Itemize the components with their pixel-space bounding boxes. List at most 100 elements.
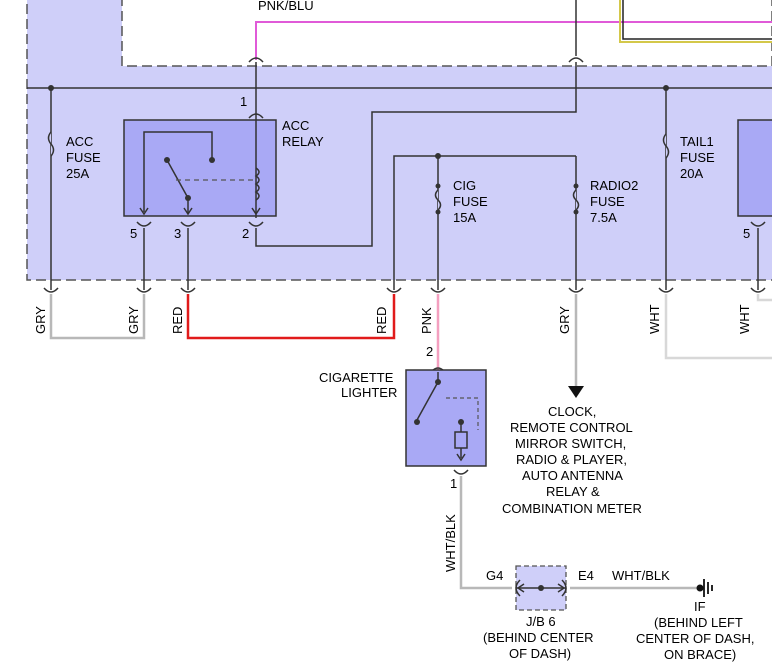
acc-relay-pin-3: 3 bbox=[174, 226, 181, 241]
acc-relay-pin-5: 5 bbox=[130, 226, 137, 241]
radio2-fuse-dot-bottom bbox=[573, 209, 579, 215]
wire-wht-loop bbox=[664, 294, 772, 360]
acc-relay-conn-5 bbox=[136, 221, 152, 227]
jb6-label-2: (BEHIND CENTER bbox=[483, 630, 594, 645]
acc-relay-contact-top bbox=[209, 157, 215, 163]
cigarette-lighter-box bbox=[405, 369, 487, 467]
acc-relay-pin-1: 1 bbox=[240, 94, 247, 109]
acc-fuse-icon bbox=[47, 131, 55, 157]
lighter-conn-1 bbox=[453, 469, 469, 475]
cigarette-lighter-label-2: LIGHTER bbox=[341, 385, 397, 400]
acc-relay-label-1: ACC bbox=[282, 118, 309, 133]
wire-wht-blk-vertical bbox=[459, 476, 512, 590]
ground-label-3: CENTER OF DASH, bbox=[636, 631, 754, 646]
wire-label-red2: RED bbox=[374, 307, 389, 334]
ground-label-4: ON BRACE) bbox=[664, 647, 736, 662]
tail1-fuse-icon bbox=[662, 133, 670, 159]
ground-label-2: (BEHIND LEFT bbox=[654, 615, 743, 630]
wire-label-pnk: PNK bbox=[419, 307, 434, 334]
wire-pnk-blu bbox=[255, 21, 772, 60]
wire-label-gry1: GRY bbox=[33, 306, 48, 334]
right-relay-conn-5 bbox=[750, 221, 766, 227]
acc-relay-pin-2: 2 bbox=[242, 226, 249, 241]
jb6-label-1: J/B 6 bbox=[526, 614, 556, 629]
acc-relay-label-2: RELAY bbox=[282, 134, 324, 149]
wire-label-wht-blk-h: WHT/BLK bbox=[612, 568, 670, 583]
wire-gry-loop bbox=[49, 294, 146, 340]
connector-top-acc-relay bbox=[248, 57, 264, 63]
acc-relay-arrow-5 bbox=[139, 207, 149, 216]
wire-yellow-top bbox=[619, 0, 772, 43]
acc-relay-conn-3 bbox=[180, 221, 196, 227]
radio2-fuse-dot-top bbox=[573, 183, 579, 189]
cig-fuse-dot-bottom bbox=[435, 209, 441, 215]
acc-relay-pin1-connector bbox=[248, 113, 264, 119]
clock-label-6: RELAY & bbox=[546, 484, 600, 499]
wire-wht-right bbox=[756, 294, 772, 302]
jb6-arrow-left bbox=[516, 583, 525, 593]
wire-cig-radio-bus bbox=[393, 155, 576, 290]
jb6-junction bbox=[538, 585, 544, 591]
acc-relay-coil-icon bbox=[254, 167, 260, 201]
jb6-label-3: OF DASH) bbox=[509, 646, 571, 661]
tail1-fuse-label-1: TAIL1 bbox=[680, 134, 714, 149]
clock-label-5: AUTO ANTENNA bbox=[522, 468, 623, 483]
tail1-fuse-label-2: FUSE bbox=[680, 150, 715, 165]
lighter-switch-arm bbox=[416, 381, 439, 421]
bottom-conn-red2 bbox=[386, 287, 402, 293]
cig-fuse-label-1: CIG bbox=[453, 178, 476, 193]
cig-fuse-icon bbox=[434, 189, 442, 211]
right-relay-box-partial bbox=[737, 119, 772, 217]
cigarette-lighter-label-1: CIGARETTE bbox=[319, 370, 394, 385]
lighter-contact-left bbox=[414, 419, 420, 425]
bottom-conn-gry2 bbox=[136, 287, 152, 293]
acc-relay-conn-2 bbox=[248, 221, 264, 227]
ground-junction bbox=[696, 584, 704, 592]
wire-red-loop bbox=[186, 294, 396, 340]
cig-fuse-dot-top bbox=[435, 183, 441, 189]
bottom-conn-pnk bbox=[430, 287, 446, 293]
lighter-arrow-1 bbox=[456, 453, 466, 462]
bottom-conn-gry3 bbox=[568, 287, 584, 293]
jb6-pin-g4: G4 bbox=[486, 568, 503, 583]
jb6-pin-e4: E4 bbox=[578, 568, 594, 583]
wire-label-wht1: WHT bbox=[647, 304, 662, 334]
acc-fuse-label-3: 25A bbox=[66, 166, 89, 181]
acc-relay-arrow-3 bbox=[183, 207, 193, 216]
radio2-fuse-label-1: RADIO2 bbox=[590, 178, 638, 193]
wire-black-top bbox=[622, 0, 772, 40]
label-pnk-blu: PNK/BLU bbox=[258, 0, 314, 13]
lighter-heater-icon bbox=[454, 422, 468, 458]
cig-fuse-label-3: 15A bbox=[453, 210, 476, 225]
acc-fuse-label-2: FUSE bbox=[66, 150, 101, 165]
radio2-fuse-label-2: FUSE bbox=[590, 194, 625, 209]
bottom-conn-wht2 bbox=[750, 287, 766, 293]
bottom-conn-red1 bbox=[180, 287, 196, 293]
lighter-pin-1: 1 bbox=[450, 476, 457, 491]
radio2-fuse-label-3: 7.5A bbox=[590, 210, 617, 225]
right-relay-pin-5: 5 bbox=[743, 226, 750, 241]
wire-label-wht2: WHT bbox=[737, 304, 752, 334]
acc-relay-box bbox=[123, 119, 277, 217]
bottom-conn-wht1 bbox=[658, 287, 674, 293]
bottom-conn-gry1 bbox=[43, 287, 59, 293]
cig-fuse-label-2: FUSE bbox=[453, 194, 488, 209]
lighter-pin-2: 2 bbox=[426, 344, 433, 359]
clock-arrow-icon bbox=[568, 386, 584, 398]
wire-pin2-route bbox=[255, 62, 577, 247]
tail1-fuse-label-3: 20A bbox=[680, 166, 703, 181]
wire-label-red1: RED bbox=[170, 307, 185, 334]
clock-label-1: CLOCK, bbox=[548, 404, 596, 419]
clock-label-2: REMOTE CONTROL bbox=[510, 420, 633, 435]
acc-fuse-label-1: ACC bbox=[66, 134, 93, 149]
acc-relay-switch-arm bbox=[166, 159, 189, 199]
acc-relay-arrow-2 bbox=[251, 207, 261, 216]
jb6-arrow-right bbox=[557, 583, 566, 593]
wire-label-wht-blk-v: WHT/BLK bbox=[443, 514, 458, 572]
clock-label-7: COMBINATION METER bbox=[502, 501, 642, 516]
clock-label-3: MIRROR SWITCH, bbox=[515, 436, 626, 451]
wire-label-gry2: GRY bbox=[126, 306, 141, 334]
panel-cutout bbox=[121, 0, 772, 67]
wire-label-gry3: GRY bbox=[557, 306, 572, 334]
